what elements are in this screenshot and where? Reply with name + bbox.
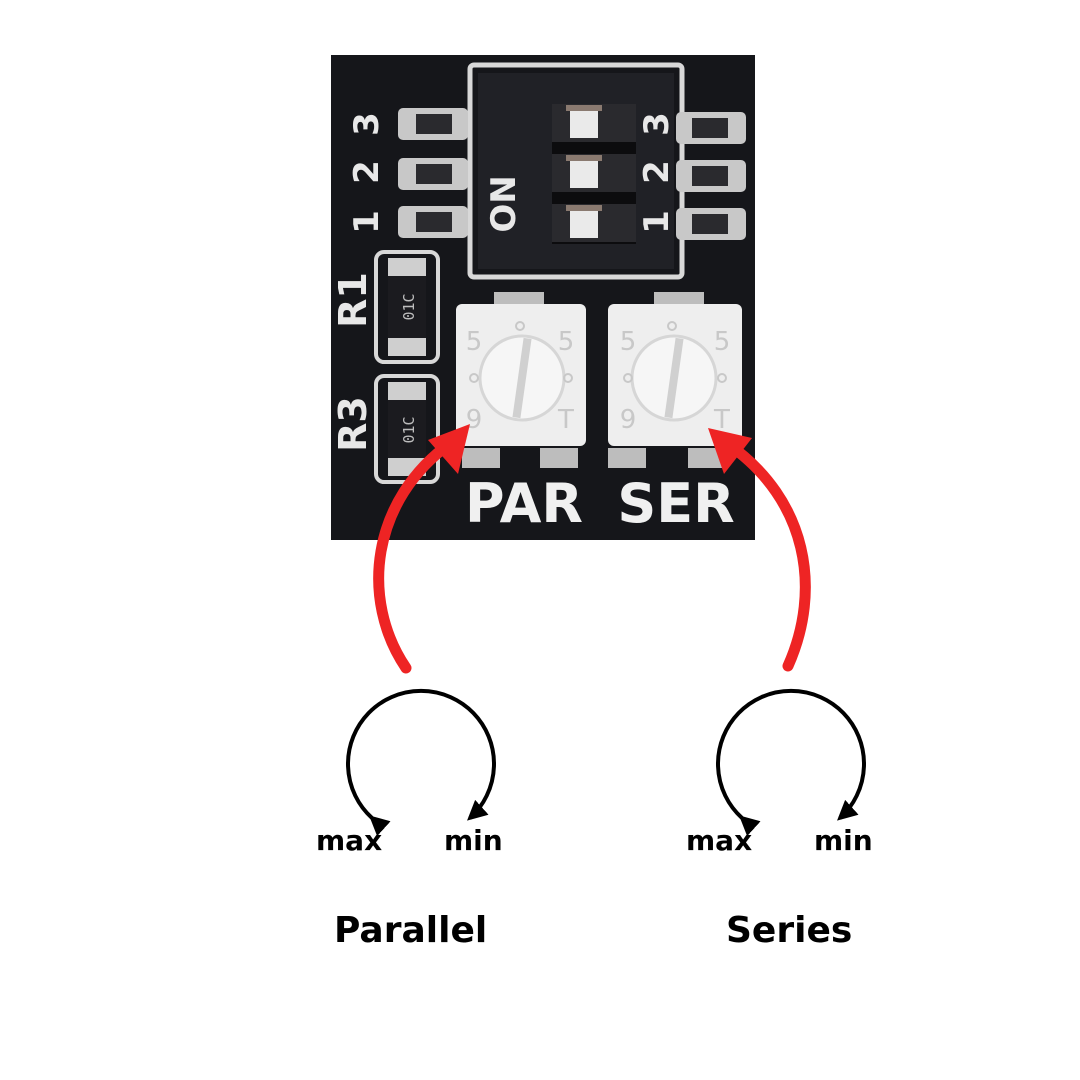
ser-label: SER xyxy=(617,472,734,535)
ser-mark-9: 9 xyxy=(620,405,637,435)
right-switch-pads xyxy=(676,112,746,240)
par-mark-9: 9 xyxy=(466,405,483,435)
dip-lever-2 xyxy=(552,154,636,192)
arrow-to-ser-pot xyxy=(708,428,811,672)
dip-switch: ON xyxy=(467,62,685,280)
dip-lever-1 xyxy=(552,204,636,242)
par-mark-5-right: 5 xyxy=(558,327,575,357)
parallel-title: Parallel xyxy=(334,910,488,951)
parallel-rotation-icon xyxy=(346,688,496,837)
r3-marking: 01C xyxy=(400,416,418,443)
left-number-1: 1 xyxy=(347,210,387,234)
resistor-r1: 01C R1 xyxy=(331,250,440,364)
pcb-board: ON 1 2 3 1 2 3 xyxy=(331,55,755,540)
dip-on-label: ON xyxy=(484,175,524,232)
right-number-2: 2 xyxy=(637,160,677,184)
trimmer-pot-ser: 5 5 T 9 xyxy=(608,292,742,468)
ser-mark-5-left: 5 xyxy=(620,327,637,357)
par-label: PAR xyxy=(465,472,583,535)
parallel-min-label: min xyxy=(444,824,503,857)
right-number-3: 3 xyxy=(637,112,677,136)
dip-lever-3 xyxy=(552,104,636,142)
left-number-3: 3 xyxy=(347,112,387,136)
parallel-max-label: max xyxy=(316,824,383,857)
right-number-1: 1 xyxy=(637,210,677,234)
ser-mark-t: T xyxy=(713,405,730,435)
par-mark-5-left: 5 xyxy=(466,327,483,357)
arrow-to-par-pot xyxy=(373,424,470,674)
left-number-2: 2 xyxy=(347,160,387,184)
series-max-label: max xyxy=(686,824,753,857)
r1-marking: 01C xyxy=(400,293,418,320)
resistor-r3: 01C R3 xyxy=(331,374,440,484)
series-rotation-icon xyxy=(716,688,866,837)
series-title: Series xyxy=(726,910,853,951)
r3-label: R3 xyxy=(331,396,375,452)
r1-label: R1 xyxy=(331,272,375,328)
series-min-label: min xyxy=(814,824,873,857)
trimmer-pot-par: 5 5 T 9 xyxy=(456,292,586,468)
par-mark-t: T xyxy=(557,405,574,435)
ser-mark-5-right: 5 xyxy=(714,327,731,357)
left-switch-pads xyxy=(398,108,468,238)
